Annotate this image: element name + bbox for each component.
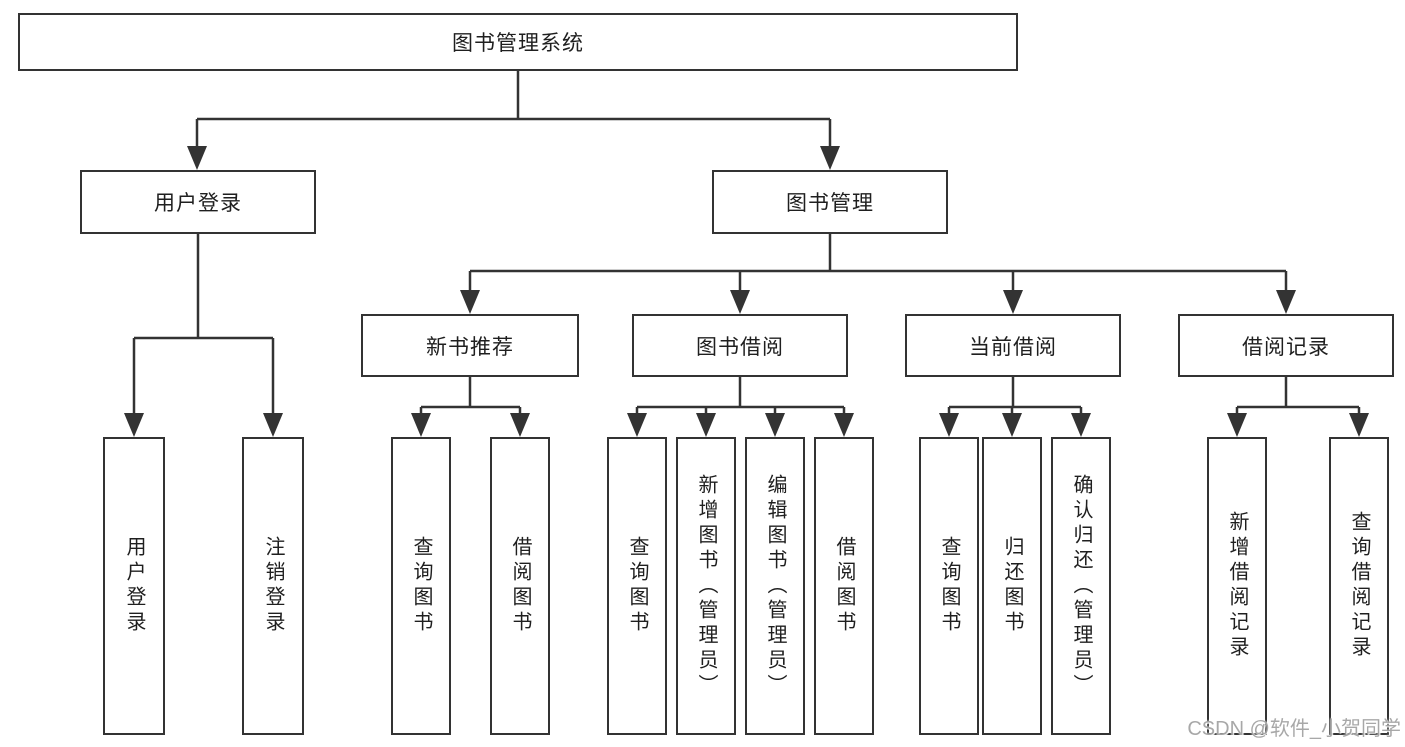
leaf-query-books-recommend: 查询图书 xyxy=(391,437,451,735)
leaf-user-login: 用户登录 xyxy=(103,437,165,735)
leaf-add-borrow-record: 新增借阅记录 xyxy=(1207,437,1267,735)
arrowhead xyxy=(1349,413,1369,437)
edge-user-login-to-leaves xyxy=(132,234,275,416)
leaf-confirm-return-admin: 确认归还（管理员） xyxy=(1051,437,1111,735)
arrowhead xyxy=(1227,413,1247,437)
node-new-book-recommend: 新书推荐 xyxy=(361,314,579,377)
leaf-query-books-borrowing: 查询图书 xyxy=(607,437,667,735)
edge-current-to-leaves xyxy=(947,377,1083,416)
edge-book-mgmt-to-groups xyxy=(468,234,1288,294)
node-borrow-records: 借阅记录 xyxy=(1178,314,1394,377)
arrowhead xyxy=(939,413,959,437)
arrowhead xyxy=(627,413,647,437)
node-current-borrowing: 当前借阅 xyxy=(905,314,1121,377)
arrowhead xyxy=(765,413,785,437)
arrowhead xyxy=(510,413,530,437)
edge-borrowing-to-leaves xyxy=(635,377,846,416)
leaf-edit-books-admin: 编辑图书（管理员） xyxy=(745,437,805,735)
arrowhead xyxy=(263,413,283,437)
leaf-query-books-current: 查询图书 xyxy=(919,437,979,735)
leaf-add-books-admin: 新增图书（管理员） xyxy=(676,437,736,735)
arrowhead xyxy=(730,290,750,314)
edge-records-to-leaves xyxy=(1235,377,1361,416)
leaf-query-borrow-record: 查询借阅记录 xyxy=(1329,437,1389,735)
leaf-borrow-books: 借阅图书 xyxy=(814,437,874,735)
node-user-login: 用户登录 xyxy=(80,170,316,234)
leaf-return-books: 归还图书 xyxy=(982,437,1042,735)
arrowhead xyxy=(1276,290,1296,314)
node-book-borrowing: 图书借阅 xyxy=(632,314,848,377)
arrowhead xyxy=(834,413,854,437)
arrowhead xyxy=(820,146,840,170)
arrowhead xyxy=(460,290,480,314)
node-root: 图书管理系统 xyxy=(18,13,1018,71)
arrowhead xyxy=(411,413,431,437)
arrowheads xyxy=(124,146,1369,437)
arrowhead xyxy=(1071,413,1091,437)
node-book-management: 图书管理 xyxy=(712,170,948,234)
arrowhead xyxy=(124,413,144,437)
leaf-borrow-books-recommend: 借阅图书 xyxy=(490,437,550,735)
arrowhead xyxy=(1003,290,1023,314)
arrowhead xyxy=(1002,413,1022,437)
edge-root-to-branches xyxy=(195,71,832,150)
leaf-logout: 注销登录 xyxy=(242,437,304,735)
edge-recommend-to-leaves xyxy=(419,377,522,416)
arrowhead xyxy=(187,146,207,170)
arrowhead xyxy=(696,413,716,437)
watermark: CSDN @软件_小贺同学 xyxy=(1187,718,1401,740)
